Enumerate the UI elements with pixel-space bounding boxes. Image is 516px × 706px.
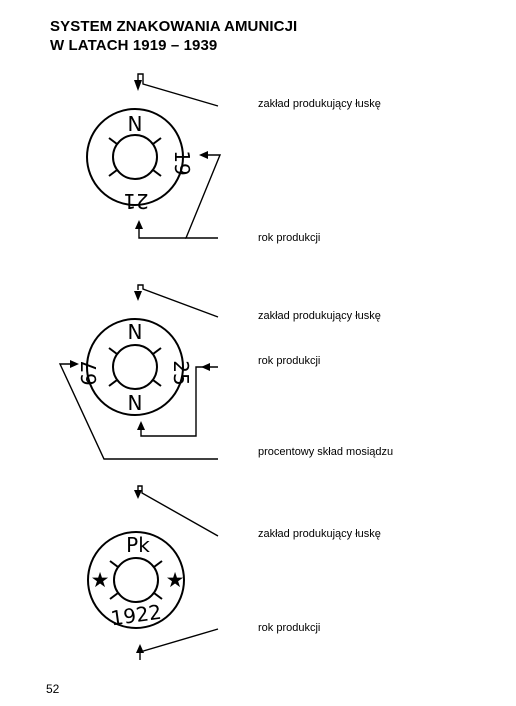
stamp-1-inner-ring: [112, 134, 158, 180]
stamp-2-inner-ring: [112, 344, 158, 390]
stamp-2-bottom-mark: N: [128, 391, 143, 415]
stamp-1-pointer-factory: [137, 73, 219, 107]
stamp-3-pointer-factory: [137, 485, 219, 537]
stamp-1-pointer-year: [184, 154, 222, 239]
star-icon: ★: [91, 568, 110, 592]
title-line-1: SYSTEM ZNAKOWANIA AMUNICJI: [50, 18, 298, 35]
arrow-icon: [134, 490, 142, 499]
document-title: SYSTEM ZNAKOWANIA AMUNICJI W LATACH 1919…: [50, 17, 297, 55]
stamp-2-top-mark: N: [128, 320, 143, 344]
stamp-3-label-year: rok produkcji: [258, 622, 321, 634]
stamp-2-right-mark: 25: [169, 360, 193, 385]
arrow-icon: [137, 421, 145, 430]
stamp-2-pointer-factory: [137, 284, 219, 318]
page-number: 52: [46, 682, 60, 696]
stamp-1-label-year: rok produkcji: [258, 232, 321, 244]
stamp-1-top-mark: N: [128, 112, 143, 136]
arrow-icon: [134, 80, 142, 91]
stamp-2: N 25 67 N: [58, 284, 219, 460]
stamp-1: N 19 21: [86, 73, 222, 239]
stamp-3-bottom-mark: 1922: [109, 600, 163, 631]
stamp-2-left-mark: 67: [77, 360, 101, 385]
stamp-2-label-factory: zakład produkujący łuskę: [258, 310, 381, 322]
arrow-icon: [136, 644, 144, 653]
stamp-2-outer-ring: [86, 318, 184, 416]
stamp-3-inner-ring: [113, 557, 159, 603]
arrow-icon: [201, 363, 210, 371]
star-icon: ★: [166, 568, 185, 592]
stamp-3-top-mark: Pk: [126, 533, 150, 557]
stamp-1-outer-ring: [86, 108, 184, 206]
arrow-icon: [70, 360, 79, 368]
stamp-2-label-year: rok produkcji: [258, 355, 321, 367]
stamp-2-pointer-brass: [58, 363, 218, 460]
stamp-3: Pk ★ ★ 1922: [87, 485, 219, 660]
stamp-3-label-factory: zakład produkujący łuskę: [258, 528, 381, 540]
stamp-2-label-brass: procentowy skład mosiądzu: [258, 446, 394, 458]
stamp-1-right-mark: 19: [170, 150, 194, 175]
arrow-icon: [135, 220, 143, 229]
stamp-1-label-factory: zakład produkujący łuskę: [258, 98, 381, 110]
title-line-2: W LATACH 1919 – 1939: [50, 37, 218, 54]
arrow-icon: [199, 151, 208, 159]
arrow-icon: [134, 291, 142, 301]
stamp-1-bottom-mark: 21: [123, 189, 148, 213]
stamp-1-pointer-year-second: [138, 227, 186, 239]
stamp-3-outer-ring: [87, 531, 185, 629]
stamp-3-pointer-year: [139, 628, 219, 660]
